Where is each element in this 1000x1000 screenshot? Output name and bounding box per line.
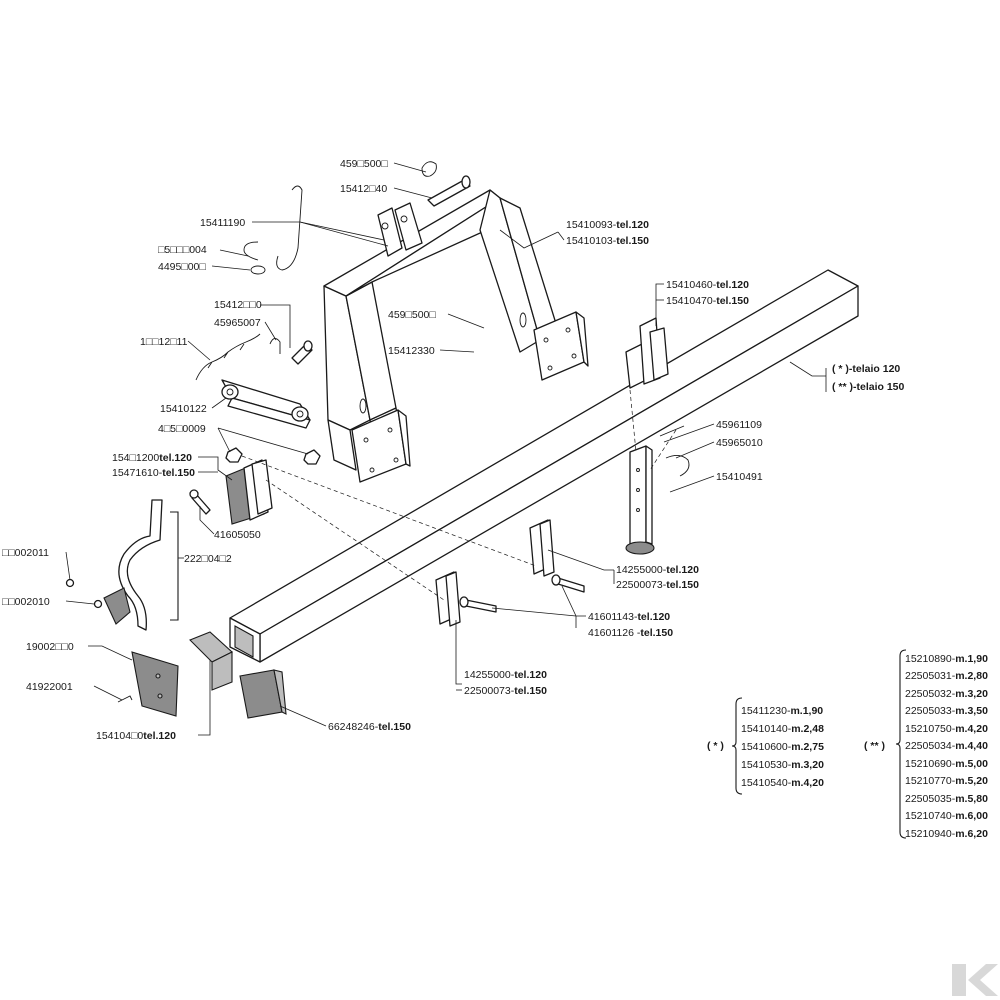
washer (250, 265, 266, 275)
callout-c6: 15412□□0 (214, 299, 262, 311)
leader-lines (65, 162, 827, 736)
callout-c20: 66248246-tel.150 (328, 721, 411, 733)
callout-c34: 41601143-tel.120 (588, 611, 670, 623)
callout-c29: 45961109 (716, 419, 762, 431)
callout-c12: 15471610-tel.150 (112, 467, 195, 479)
callout-c18: 41922001 (26, 681, 73, 693)
callout-c1: 459□500□ (340, 158, 388, 170)
table-double-row: 22505031-m.2,80 (905, 670, 988, 682)
link-pin (269, 338, 313, 365)
table-single: ( * ) 15411230-m.1,90 15410140-m.2,48 15… (707, 697, 824, 795)
table-single-row: 15410140-m.2,48 (741, 723, 824, 735)
assembly-lines (241, 389, 677, 601)
end-cap-150 (239, 669, 287, 719)
table-double-row: 22505035-m.5,80 (905, 793, 988, 805)
callout-c35: 41601126 -tel.150 (588, 627, 673, 639)
table-double-row: 15210690-m.5,00 (905, 758, 988, 770)
brand-logo-watermark (952, 964, 998, 996)
callout-c2: 15412□40 (340, 183, 387, 195)
s-tine (103, 499, 163, 631)
table-double-row: 15210890-m.1,90 (905, 653, 988, 665)
chain (195, 333, 261, 381)
hitch-tower (323, 189, 589, 483)
table-double-row: 22505032-m.3,20 (905, 688, 988, 700)
table-single-row: 15411230-m.1,90 (741, 705, 823, 717)
callout-c36: 14255000-tel.120 (464, 669, 547, 681)
callout-c24: 15412330 (388, 345, 435, 357)
stand-pin (659, 425, 690, 477)
callout-c16: 222□04□2 (184, 553, 232, 565)
callout-c11: 154□1200tel.120 (112, 452, 192, 464)
table-single-row: 15410600-m.2,75 (741, 741, 824, 753)
link-arm (221, 379, 311, 429)
callout-c4: □5□□□004 (158, 244, 207, 256)
callout-c25: 15410460-tel.120 (666, 279, 749, 291)
callout-c10: 4□5□0009 (158, 423, 206, 435)
clamp-plate (225, 459, 273, 525)
callout-c26: 15410470-tel.150 (666, 295, 749, 307)
table-double-row: 22505034-m.4,40 (905, 740, 988, 752)
table-double-row: 15210940-m.6,20 (905, 828, 988, 840)
callout-labels: 459□500□ 15412□40 15411190 □5□□□004 4495… (2, 158, 905, 742)
callout-c8: 1□□12□11 (140, 336, 188, 348)
end-cap-120 (189, 631, 233, 691)
nut-left (225, 447, 243, 463)
callout-c3: 15411190 (200, 217, 245, 229)
table-double-row: 15210770-m.5,20 (905, 775, 988, 787)
callout-c15: □□002010 (2, 596, 50, 608)
table-single-row: 15410530-m.3,20 (741, 759, 824, 771)
table-single-marker: ( * ) (707, 740, 724, 752)
clamp-bracket-left (435, 571, 461, 627)
table-double-row: 15210750-m.4,20 (905, 723, 988, 735)
parking-stand (625, 445, 655, 555)
callout-c21: 15410093-tel.120 (566, 219, 649, 231)
callout-c22: 15410103-tel.150 (566, 235, 649, 247)
bolt-41605050 (189, 489, 211, 515)
table-double-marker: ( ** ) (864, 740, 885, 752)
share-plate (131, 651, 179, 717)
table-double-row: 15210740-m.6,00 (905, 810, 988, 822)
callout-c13: 41605050 (214, 529, 261, 541)
bolt-small-2 (93, 599, 103, 609)
parking-bracket (625, 317, 669, 389)
main-beam (229, 269, 859, 663)
top-pin (421, 161, 471, 207)
table-double-row: 22505033-m.3,50 (905, 705, 988, 717)
callout-c28: ( ** )-telaio 150 (832, 381, 905, 393)
bolt-small-1 (65, 578, 75, 588)
bolt-right (551, 574, 585, 593)
callout-c17: 19002□□0 (26, 641, 74, 653)
callout-c5: 4495□00□ (158, 261, 206, 273)
callout-c9: 15410122 (160, 403, 207, 415)
callout-c37: 22500073-tel.150 (464, 685, 547, 697)
hook-pin (276, 185, 303, 271)
callout-c31: 15410491 (716, 471, 763, 483)
callout-c23: 459□500□ (388, 309, 436, 321)
c-ring (243, 241, 259, 261)
clamp-bracket-right (529, 519, 555, 577)
callout-c19: 154104□0tel.120 (96, 730, 176, 742)
table-double: ( ** ) 15210890-m.1,90 22505031-m.2,80 2… (864, 649, 988, 840)
callout-c27: ( * )-telaio 120 (832, 363, 900, 375)
bolt-left (459, 596, 497, 613)
table-single-row: 15410540-m.4,20 (741, 777, 824, 789)
nut-right (303, 449, 321, 465)
callout-c30: 45965010 (716, 437, 763, 449)
callout-c14: □□002011 (2, 547, 49, 559)
callout-c33: 22500073-tel.150 (616, 579, 699, 591)
callout-c7: 45965007 (214, 317, 261, 329)
callout-c32: 14255000-tel.120 (616, 564, 699, 576)
